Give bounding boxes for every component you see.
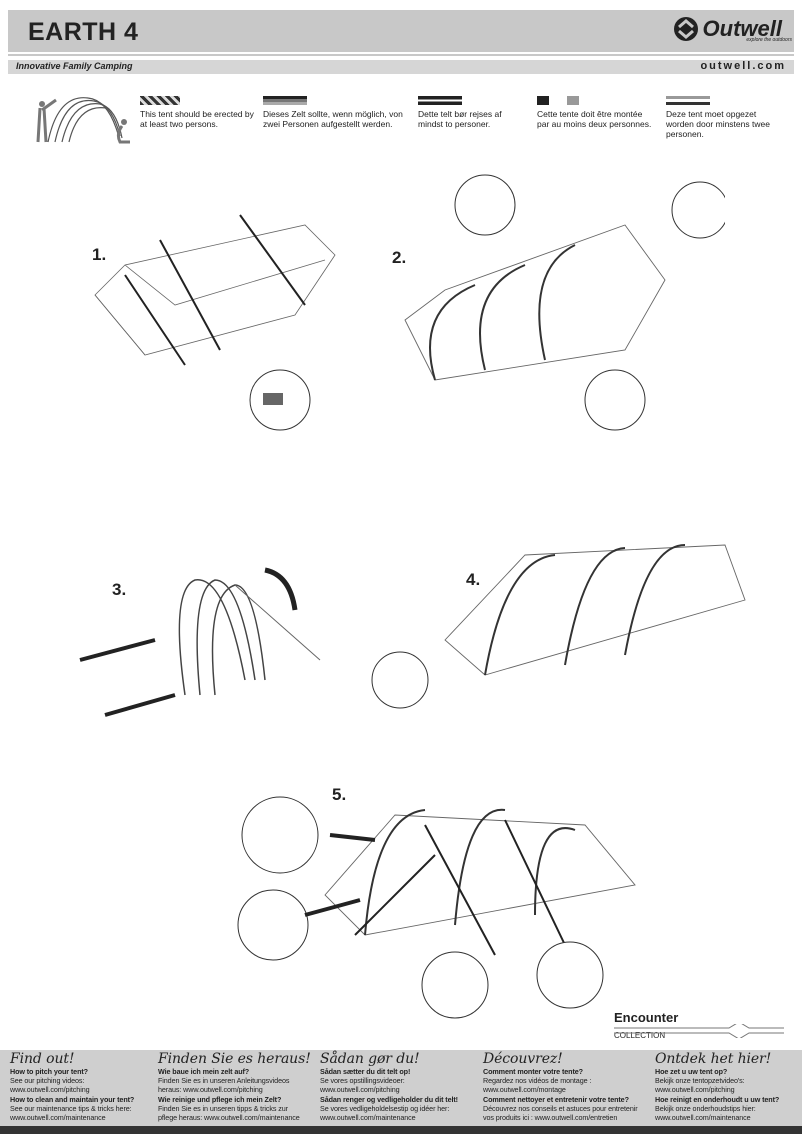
step-1-illustration — [94, 214, 336, 431]
product-title: EARTH 4 — [28, 18, 139, 46]
language-text: Cette tente doit être montée par au moin… — [537, 109, 652, 129]
footer-column-de: Finden Sie es heraus! Wie baue ich mein … — [158, 1051, 318, 1123]
footer-link[interactable]: www.outwell.com/pitching — [10, 1085, 90, 1095]
footer-link[interactable]: www.outwell.com/pitching — [320, 1085, 400, 1095]
step-3-illustration — [79, 567, 321, 717]
french-flag-icon — [537, 96, 657, 105]
outwell-logo-icon — [673, 17, 698, 41]
step-5-label: 5. — [332, 785, 347, 804]
footer: Find out! How to pitch your tent? See ou… — [0, 1050, 802, 1126]
footer-link[interactable]: www.outwell.com/pitching — [655, 1085, 735, 1095]
step-4-illustration — [371, 544, 746, 709]
footer-link[interactable]: vos produits ici : www.outwell.com/entre… — [483, 1113, 618, 1123]
step-2-illustration — [404, 174, 725, 431]
footer-question: Hoe reinigt en onderhoudt u uw tent? — [655, 1094, 780, 1104]
collection-logo: Encounter COLLECTION — [614, 1010, 784, 1040]
step-2-label: 2. — [392, 248, 407, 267]
header-bar: EARTH 4 Outwell explore the outdoors — [8, 10, 794, 52]
tagline: Innovative Family Camping — [16, 61, 133, 71]
footer-link[interactable]: pflege heraus: www.outwell.com/maintenan… — [158, 1113, 300, 1123]
language-note-dk: Dette telt bør rejses af mindst to perso… — [418, 96, 518, 129]
footer-text: Bekijk onze onderhoudstips hier: — [655, 1103, 756, 1113]
website: outwell.com — [700, 60, 786, 72]
footer-column-fr: Découvrez! Comment monter votre tente? R… — [483, 1051, 653, 1123]
divider — [8, 54, 794, 56]
german-flag-icon — [263, 96, 403, 105]
footer-heading: Découvrez! — [483, 1051, 563, 1067]
footer-text: Se vores vedligeholdelsestip og idéer he… — [320, 1103, 450, 1113]
brand-name: Outwell — [702, 16, 782, 41]
subheader-bar: Innovative Family Camping outwell.com — [8, 60, 794, 74]
footer-question: Sådan renger og vedligeholder du dit tel… — [320, 1094, 458, 1104]
brand-tagline: explore the outdoors — [746, 37, 792, 43]
footer-heading: Finden Sie es heraus! — [158, 1051, 311, 1067]
footer-question: Comment monter votre tente? — [483, 1067, 583, 1076]
footer-question: Wie reinige und pflege ich mein Zelt? — [158, 1094, 282, 1104]
footer-heading: Find out! — [10, 1051, 75, 1067]
footer-text: Se vores opstillingsvideoer: — [320, 1076, 405, 1086]
footer-question: Hoe zet u uw tent op? — [655, 1067, 728, 1076]
dutch-flag-icon — [666, 96, 786, 105]
footer-text: Finden Sie es in unseren tipps & tricks … — [158, 1103, 288, 1113]
language-text: This tent should be erected by at least … — [140, 109, 254, 129]
two-persons-illustration — [36, 97, 130, 144]
footer-question: Sådan sætter du dit telt op! — [320, 1067, 411, 1076]
step-3-label: 3. — [112, 580, 127, 599]
footer-question: Comment nettoyer et entretenir votre ten… — [483, 1094, 629, 1104]
footer-link[interactable]: www.outwell.com/maintenance — [320, 1113, 416, 1123]
language-note-nl: Deze tent moet opgezet worden door minst… — [666, 96, 786, 139]
step-4-label: 4. — [466, 570, 481, 589]
danish-flag-icon — [418, 96, 518, 105]
footer-question: Wie baue ich mein zelt auf? — [158, 1067, 250, 1076]
footer-bottom-bar — [0, 1126, 802, 1134]
footer-text: Finden Sie es in unseren Anleitungsvideo… — [158, 1076, 290, 1086]
language-text: Dette telt bør rejses af mindst to perso… — [418, 109, 502, 129]
step-1-label: 1. — [92, 245, 107, 264]
language-text: Deze tent moet opgezet worden door minst… — [666, 109, 770, 139]
footer-question: How to clean and maintain your tent? — [10, 1094, 135, 1104]
language-note-en: This tent should be erected by at least … — [140, 96, 260, 129]
footer-column-en: Find out! How to pitch your tent? See ou… — [10, 1051, 170, 1123]
footer-link[interactable]: www.outwell.com/maintenance — [655, 1113, 751, 1123]
language-note-de: Dieses Zelt sollte, wenn möglich, von zw… — [263, 96, 403, 129]
footer-text: See our maintenance tips & tricks here: — [10, 1103, 132, 1113]
footer-heading: Sådan gør du! — [320, 1051, 420, 1067]
footer-text: See our pitching videos: — [10, 1076, 85, 1086]
collection-name: Encounter — [614, 1010, 679, 1025]
footer-column-nl: Ontdek het hier! Hoe zet u uw tent op? B… — [655, 1051, 800, 1123]
language-note-fr: Cette tente doit être montée par au moin… — [537, 96, 657, 129]
footer-heading: Ontdek het hier! — [655, 1051, 772, 1067]
collection-label: COLLECTION — [614, 1031, 666, 1040]
footer-link[interactable]: www.outwell.com/montage — [483, 1085, 566, 1095]
footer-text: Bekijk onze tentopzetvideo's: — [655, 1076, 745, 1086]
footer-link[interactable]: heraus: www.outwell.com/pitching — [158, 1085, 263, 1095]
collection-wave-icon — [614, 1024, 784, 1038]
footer-text: Découvrez nos conseils et astuces pour e… — [483, 1103, 638, 1113]
footer-text: Regardez nos vidéos de montage : — [483, 1076, 592, 1086]
language-text: Dieses Zelt sollte, wenn möglich, von zw… — [263, 109, 403, 129]
footer-question: How to pitch your tent? — [10, 1067, 88, 1076]
footer-column-dk: Sådan gør du! Sådan sætter du dit telt o… — [320, 1051, 480, 1123]
brand-logo: Outwell — [673, 16, 782, 42]
step-5-illustration — [237, 796, 636, 1019]
footer-link[interactable]: www.outwell.com/maintenance — [10, 1113, 106, 1123]
uk-flag-icon — [140, 96, 260, 105]
